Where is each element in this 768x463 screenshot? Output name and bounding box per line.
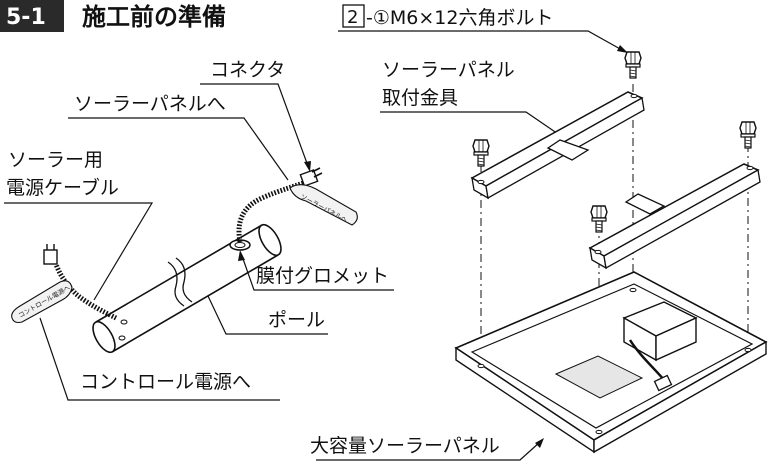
section-title: 施工前の準備: [82, 3, 226, 31]
pole-labels: コネクタ ソーラーパネルへ ソーラー用 電源ケーブル 膜付グロメット ポール コ…: [4, 59, 394, 401]
panel-cell: [554, 355, 644, 399]
bracket-labels: ソーラーパネル 取付金具: [380, 59, 565, 139]
label-pole: ポール: [268, 309, 325, 331]
pole-hole: [118, 335, 126, 341]
panel-label: 大容量ソーラーパネル: [310, 435, 544, 461]
label-grommet: 膜付グロメット: [256, 265, 389, 287]
leader-bracket: [380, 111, 565, 139]
panel-side-right: [593, 340, 767, 454]
pole-break-mark-2: [175, 257, 193, 303]
bracket-front: [588, 163, 761, 270]
leader-to-solar-panel: [68, 117, 289, 181]
label-to-control-power: コントロール電源へ: [80, 371, 251, 393]
bolt-left: [472, 139, 490, 167]
leader-arrow-bolt: [617, 45, 628, 53]
cable-tag-lower: [11, 280, 73, 324]
label-bracket-1: ソーラーパネル: [382, 59, 515, 81]
panel-inner-edge: [470, 283, 754, 429]
pole-break-mark-1: [167, 261, 185, 307]
label-bracket-2: 取付金具: [382, 87, 458, 109]
cable-tag-upper: [289, 184, 358, 226]
panel-connector: [653, 374, 673, 392]
bolt-spec-text: -①M6×12六角ボルト: [366, 7, 553, 29]
cable-tag-lower-text: コントロール電源へ: [17, 282, 73, 319]
part-number: 2: [347, 7, 358, 28]
label-solar-cable-1: ソーラー用: [8, 149, 103, 171]
leader-to-control-power: [39, 317, 280, 401]
bolt-front: [590, 205, 608, 233]
part-number-box: [342, 4, 365, 28]
label-to-solar-panel: ソーラーパネルへ: [74, 93, 226, 115]
pole-bottom-end: [92, 320, 116, 354]
label-connector: コネクタ: [210, 59, 285, 81]
bolt-top: [624, 51, 642, 79]
bolt-parts-label: 2 -①M6×12六角ボルト: [338, 4, 628, 53]
solar-panel: [454, 271, 768, 454]
leader-line-bolt: [338, 30, 623, 51]
label-solar-cable-2: 電源ケーブル: [6, 176, 119, 199]
connector-upper: [299, 169, 319, 187]
bolt-right: [739, 121, 757, 149]
section-number-box: [0, 0, 64, 32]
pole-hole: [120, 319, 128, 325]
pole-top-end: [258, 223, 282, 257]
leader-large-panel: [316, 441, 541, 461]
leader-connector: [200, 83, 309, 167]
leader-pole: [207, 295, 328, 335]
section-number: 5-1: [6, 5, 46, 30]
leader-grommet: [241, 255, 394, 291]
label-large-panel: 大容量ソーラーパネル: [310, 435, 500, 457]
connector-lower: [43, 249, 58, 265]
leader-solar-cable: [4, 202, 154, 301]
junction-box-right: [655, 316, 697, 362]
section-header: 5-1 施工前の準備: [0, 0, 226, 32]
bracket-rear: [470, 91, 645, 200]
